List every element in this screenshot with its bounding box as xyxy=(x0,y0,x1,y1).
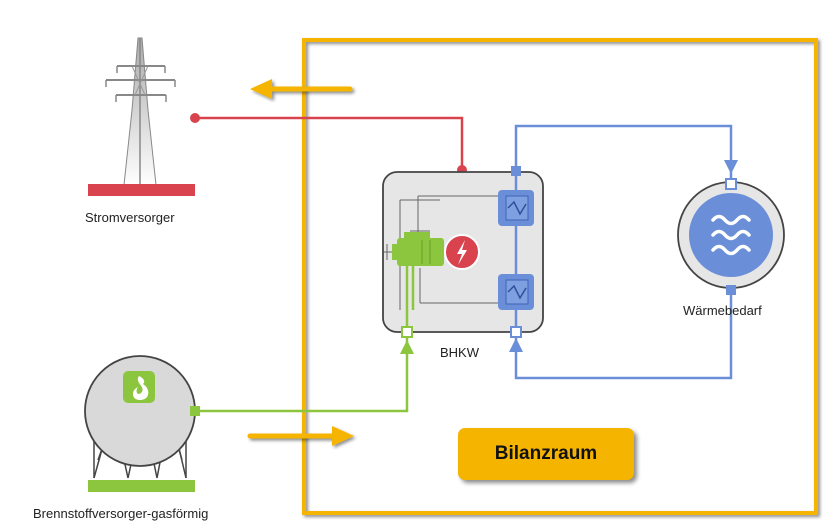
heat-consumer-inlet xyxy=(725,178,737,190)
fuel-inlet-connector xyxy=(401,326,413,338)
label-bhkw: BHKW xyxy=(440,345,479,360)
power-pylon-icon xyxy=(105,37,176,186)
bilanzraum-badge: Bilanzraum xyxy=(458,428,634,480)
flame-icon xyxy=(132,376,149,400)
fuel-arrow-up xyxy=(400,340,414,354)
tank-base xyxy=(88,480,195,492)
heat-return-line xyxy=(514,290,733,380)
lightning-icon xyxy=(457,240,467,265)
pylon-base xyxy=(88,184,195,196)
label-brennstoffversorger: Brennstoffversorger-gasförmig xyxy=(33,506,209,521)
electricity-line xyxy=(195,116,464,170)
heat-arrow-down xyxy=(724,160,738,174)
fuel-import-arrow xyxy=(247,426,354,446)
engine-icon xyxy=(392,232,444,266)
label-stromversorger: Stromversorger xyxy=(85,210,175,225)
heat-exchanger-bottom xyxy=(498,274,534,310)
heat-arrow-up xyxy=(509,338,523,352)
label-waermebedarf: Wärmebedarf xyxy=(683,303,762,318)
fuel-line xyxy=(197,338,409,413)
balance-boundary xyxy=(302,38,818,515)
gas-tank-icon xyxy=(84,355,196,479)
heat-waves-icon xyxy=(711,214,751,256)
heat-consumer-outlet xyxy=(726,285,736,295)
tank-outlet-connector xyxy=(190,406,200,416)
heat-exchanger-top xyxy=(498,190,534,226)
heat-consumer xyxy=(677,181,785,289)
heat-inlet-connector xyxy=(510,326,522,338)
heat-outlet-connector xyxy=(511,166,521,176)
heat-supply-line xyxy=(514,124,733,180)
bilanzraum-label: Bilanzraum xyxy=(494,443,598,464)
generator xyxy=(444,234,480,270)
electricity-export-arrow xyxy=(250,79,353,99)
electricity-node-left xyxy=(190,113,200,123)
